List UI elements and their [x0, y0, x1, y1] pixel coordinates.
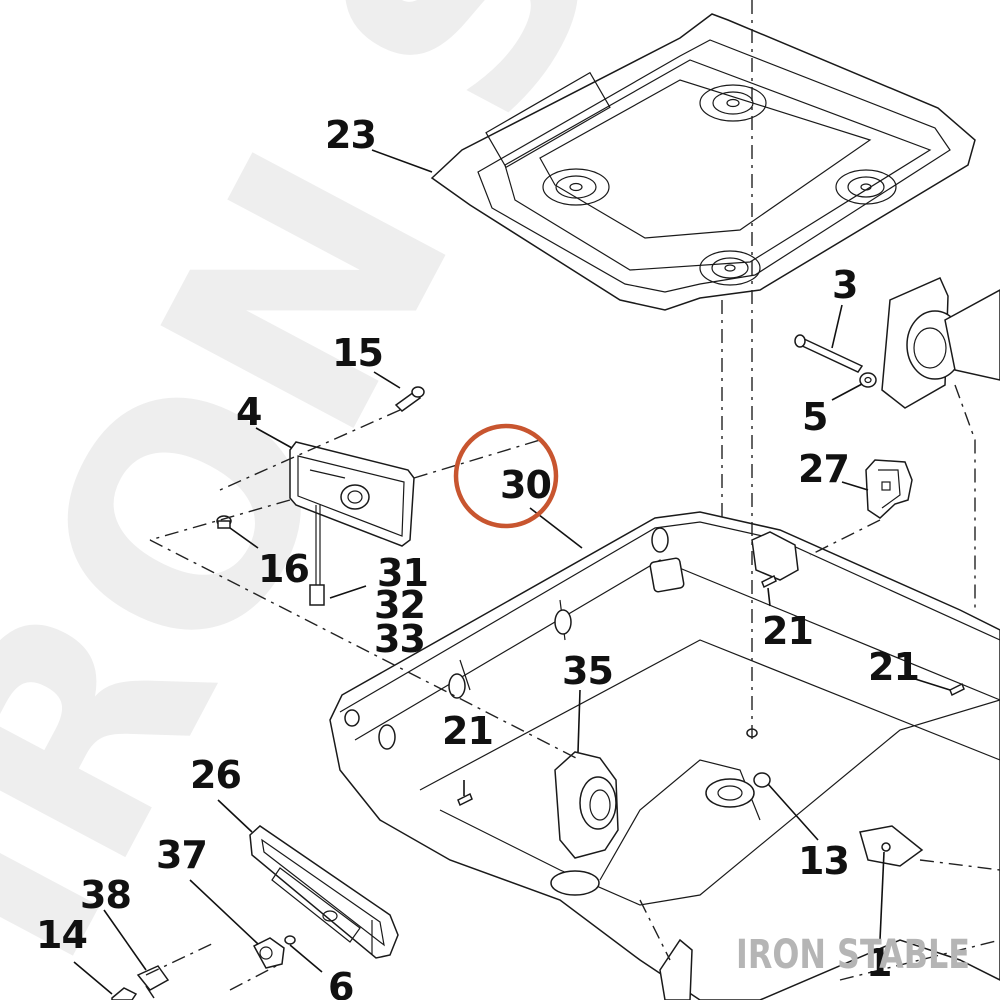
highlight-circle: [453, 423, 559, 529]
callout-4[interactable]: 4: [236, 390, 262, 434]
callout-14[interactable]: 14: [36, 913, 88, 957]
callout-21-upper[interactable]: 21: [762, 609, 814, 653]
callout-13[interactable]: 13: [798, 839, 850, 883]
callout-23[interactable]: 23: [325, 113, 377, 157]
callout-33[interactable]: 33: [374, 617, 426, 661]
brand-watermark: IRON STABLE: [736, 932, 970, 978]
part-23-tray: [430, 13, 976, 311]
assembly-lines: [145, 0, 1000, 991]
callout-32[interactable]: 32: [374, 583, 426, 627]
callout-21-left[interactable]: 21: [442, 709, 494, 753]
part-21-screws: [457, 574, 965, 807]
part-38-key: [136, 965, 170, 999]
part-13-nut: [753, 772, 771, 788]
callout-16[interactable]: 16: [258, 547, 310, 591]
callout-37[interactable]: 37: [156, 833, 208, 877]
leader-lines: [73, 149, 951, 995]
callout-38[interactable]: 38: [80, 873, 132, 917]
part-30-case-body: [329, 511, 1000, 1000]
callout-1[interactable]: 1: [866, 941, 892, 985]
part-5-washer: [859, 372, 877, 388]
callout-31[interactable]: 31: [377, 551, 429, 595]
part-3-bolt: [794, 334, 864, 373]
callout-6[interactable]: 6: [328, 965, 354, 1000]
part-15-screw: [394, 386, 425, 412]
callout-21-right[interactable]: 21: [868, 645, 920, 689]
part-26-handle: [249, 825, 399, 959]
part-35-bumper: [554, 751, 619, 859]
callout-5[interactable]: 5: [802, 395, 828, 439]
callout-26[interactable]: 26: [190, 753, 242, 797]
callout-27[interactable]: 27: [798, 447, 850, 491]
callout-3[interactable]: 3: [832, 263, 858, 307]
part-4-latch-plate: [289, 441, 415, 606]
part-27-hinge: [865, 459, 913, 519]
callout-35[interactable]: 35: [562, 649, 614, 693]
hinge-bracket: [881, 277, 1000, 409]
part-37-lock: [252, 935, 296, 969]
callout-15[interactable]: 15: [332, 331, 384, 375]
part-callouts: 23 3 5 15 4 27 30 16 31 32 33 21 21 35 2…: [36, 113, 920, 1000]
callout-30[interactable]: 30: [500, 463, 552, 507]
